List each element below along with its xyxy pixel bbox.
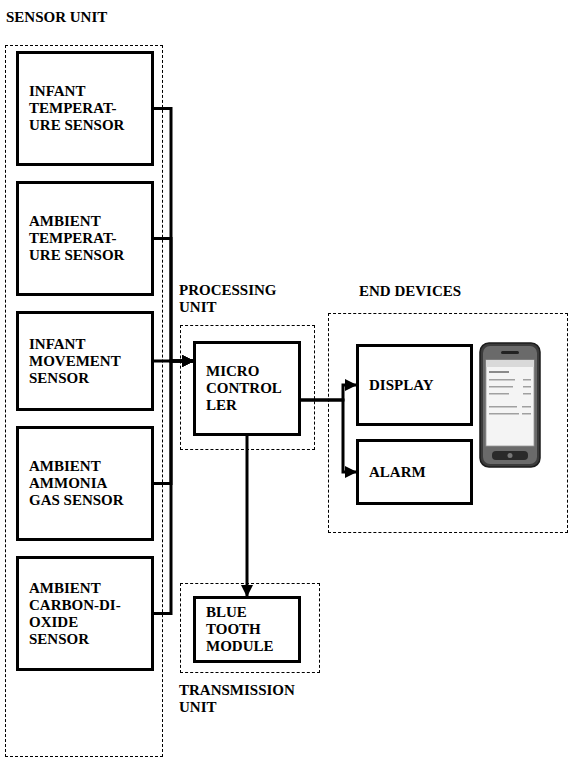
block-label: ALARM <box>369 464 464 481</box>
unit-region: TRANSMISSION UNITBLUE TOOTH MODULE <box>180 583 320 673</box>
block-box: INFANT TEMPERAT- URE SENSOR <box>16 51 154 166</box>
block-box: AMBIENT CARBON-DI- OXIDE SENSOR <box>16 556 154 671</box>
block-label: AMBIENT TEMPERAT- URE SENSOR <box>29 213 129 264</box>
block-label: AMBIENT AMMONIA GAS SENSOR <box>29 458 129 509</box>
block-box: DISPLAY <box>356 344 473 426</box>
block-label: MICRO CONTROL LER <box>206 363 292 414</box>
block-box: BLUE TOOTH MODULE <box>193 596 301 663</box>
unit-heading-holder: END DEVICES <box>359 283 539 300</box>
unit-heading: SENSOR UNIT <box>6 9 166 26</box>
connector-arrow <box>154 361 193 484</box>
block-box: ALARM <box>356 439 473 505</box>
connector-arrow <box>154 361 193 614</box>
unit-heading-holder: PROCESSING UNIT <box>179 282 304 316</box>
unit-heading: PROCESSING UNIT <box>179 282 304 316</box>
unit-region: PROCESSING UNITMICRO CONTROL LER <box>180 325 315 450</box>
unit-heading: END DEVICES <box>359 283 539 300</box>
smartphone-icon <box>480 343 540 467</box>
block-box: MICRO CONTROL LER <box>193 341 301 436</box>
block-label: AMBIENT CARBON-DI- OXIDE SENSOR <box>29 580 129 648</box>
block-label: INFANT TEMPERAT- URE SENSOR <box>29 83 129 134</box>
unit-region: SENSOR UNITINFANT TEMPERAT- URE SENSORAM… <box>5 45 163 757</box>
unit-heading: TRANSMISSION UNIT <box>179 682 314 716</box>
block-box: AMBIENT AMMONIA GAS SENSOR <box>16 426 154 541</box>
unit-heading-holder: TRANSMISSION UNIT <box>179 682 314 716</box>
connector-arrow <box>246 436 249 596</box>
block-box: AMBIENT TEMPERAT- URE SENSOR <box>16 181 154 296</box>
block-box: INFANT MOVEMENT SENSOR <box>16 311 154 411</box>
unit-region: END DEVICESDISPLAYALARM <box>328 313 568 533</box>
unit-heading-holder: SENSOR UNIT <box>6 9 166 26</box>
block-label: BLUE TOOTH MODULE <box>206 604 292 655</box>
block-label: DISPLAY <box>369 377 464 394</box>
connector-arrow <box>154 109 193 362</box>
block-label: INFANT MOVEMENT SENSOR <box>29 336 129 387</box>
